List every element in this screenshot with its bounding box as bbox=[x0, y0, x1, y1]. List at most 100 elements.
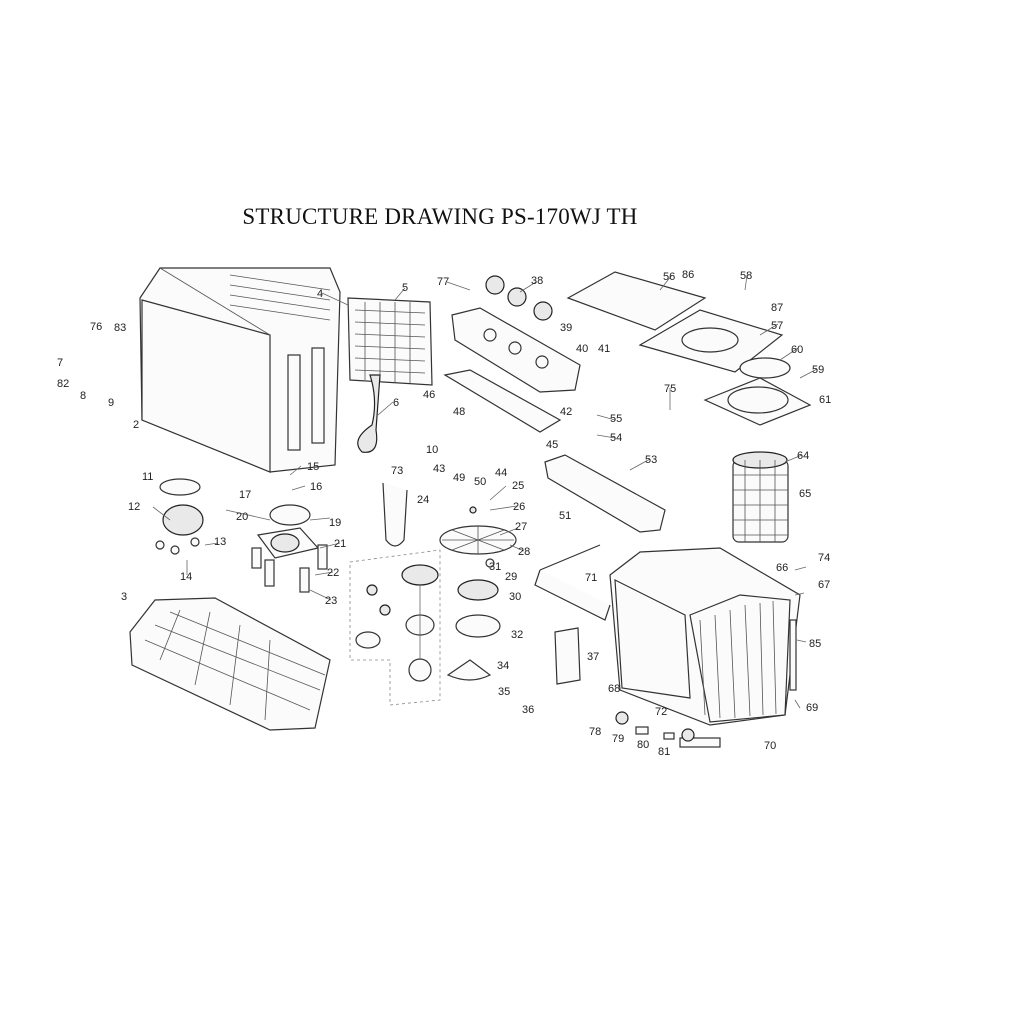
callout-19: 19 bbox=[329, 517, 341, 529]
callout-81: 81 bbox=[658, 746, 670, 758]
bracket-part bbox=[554, 627, 581, 685]
callout-43: 43 bbox=[433, 463, 445, 475]
callout-82: 82 bbox=[57, 378, 69, 390]
callout-labels: 7 76 83 82 8 9 2 4 5 6 77 38 39 40 41 46… bbox=[57, 269, 831, 758]
callout-54: 54 bbox=[610, 432, 622, 444]
callout-23: 23 bbox=[325, 595, 337, 607]
cabinet-part bbox=[139, 267, 341, 473]
clutch-assembly-part bbox=[349, 549, 441, 706]
callout-74: 74 bbox=[818, 552, 830, 564]
callout-73: 73 bbox=[391, 465, 403, 477]
hanging-rod-part bbox=[382, 482, 408, 547]
spin-lid-part bbox=[638, 309, 784, 373]
callout-75: 75 bbox=[664, 383, 676, 395]
callout-31: 31 bbox=[489, 561, 501, 573]
twin-tub-part bbox=[609, 547, 801, 726]
callout-60: 60 bbox=[791, 344, 803, 356]
callout-12: 12 bbox=[128, 501, 140, 513]
callout-61: 61 bbox=[819, 394, 831, 406]
callout-69: 69 bbox=[806, 702, 818, 714]
callout-34: 34 bbox=[497, 660, 509, 672]
callout-32: 32 bbox=[511, 629, 523, 641]
callout-3: 3 bbox=[121, 591, 127, 603]
callout-22: 22 bbox=[327, 567, 339, 579]
callout-83: 83 bbox=[114, 322, 126, 334]
callout-65: 65 bbox=[799, 488, 811, 500]
callout-24: 24 bbox=[417, 494, 429, 506]
control-panel-part bbox=[443, 307, 581, 433]
callout-87: 87 bbox=[771, 302, 783, 314]
callout-71: 71 bbox=[585, 572, 597, 584]
rear-grille-part bbox=[347, 297, 433, 386]
base-part bbox=[129, 597, 331, 731]
callout-85: 85 bbox=[809, 638, 821, 650]
spin-basket-part bbox=[732, 451, 789, 543]
callout-57: 57 bbox=[771, 320, 783, 332]
callout-76: 76 bbox=[90, 321, 102, 333]
callout-11: 11 bbox=[142, 471, 153, 483]
callout-79: 79 bbox=[612, 733, 624, 745]
knobs-part bbox=[485, 275, 553, 321]
callout-21: 21 bbox=[334, 538, 346, 550]
callout-4: 4 bbox=[317, 288, 323, 300]
callout-66: 66 bbox=[776, 562, 788, 574]
callout-8: 8 bbox=[80, 390, 86, 402]
callout-56: 56 bbox=[663, 271, 675, 283]
callout-17: 17 bbox=[239, 489, 251, 501]
callout-64: 64 bbox=[797, 450, 809, 462]
callout-35: 35 bbox=[498, 686, 510, 698]
drain-hose-part bbox=[357, 374, 381, 453]
callout-39: 39 bbox=[560, 322, 572, 334]
callout-68: 68 bbox=[608, 683, 620, 695]
callout-53: 53 bbox=[645, 454, 657, 466]
callout-78: 78 bbox=[589, 726, 601, 738]
callout-9: 9 bbox=[108, 397, 114, 409]
callout-37: 37 bbox=[587, 651, 599, 663]
callout-13: 13 bbox=[214, 536, 226, 548]
callout-15: 15 bbox=[307, 461, 319, 473]
wash-motor-part bbox=[155, 478, 204, 555]
spin-motor-part bbox=[251, 504, 328, 593]
wire-frame-part bbox=[534, 544, 611, 621]
callout-50: 50 bbox=[474, 476, 486, 488]
callout-49: 49 bbox=[453, 472, 465, 484]
belt-part bbox=[446, 659, 492, 681]
callout-5: 5 bbox=[402, 282, 408, 294]
lid-part bbox=[566, 271, 707, 331]
callout-26: 26 bbox=[513, 501, 525, 513]
callout-41: 41 bbox=[598, 343, 610, 355]
callout-38: 38 bbox=[531, 275, 543, 287]
inner-frame-part bbox=[544, 454, 666, 533]
callout-67: 67 bbox=[818, 579, 830, 591]
spin-cover-part bbox=[703, 357, 812, 426]
callout-2: 2 bbox=[133, 419, 139, 431]
callout-6: 6 bbox=[393, 397, 399, 409]
callout-25: 25 bbox=[512, 480, 524, 492]
callout-70: 70 bbox=[764, 740, 776, 752]
callout-45: 45 bbox=[546, 439, 558, 451]
callout-72: 72 bbox=[655, 706, 667, 718]
callout-40: 40 bbox=[576, 343, 588, 355]
callout-48: 48 bbox=[453, 406, 465, 418]
callout-20: 20 bbox=[236, 511, 248, 523]
callout-46: 46 bbox=[423, 389, 435, 401]
callout-16: 16 bbox=[310, 481, 322, 493]
drawing-title: STRUCTURE DRAWING PS-170WJ TH bbox=[242, 204, 638, 229]
callout-44: 44 bbox=[495, 467, 507, 479]
callout-36: 36 bbox=[522, 704, 534, 716]
callout-58: 58 bbox=[740, 270, 752, 282]
callout-27: 27 bbox=[515, 521, 527, 533]
callout-30: 30 bbox=[509, 591, 521, 603]
callout-80: 80 bbox=[637, 739, 649, 751]
callout-7: 7 bbox=[57, 357, 63, 369]
drain-pipe-part bbox=[615, 711, 721, 748]
callout-59: 59 bbox=[812, 364, 824, 376]
callout-51: 51 bbox=[559, 510, 571, 522]
callout-77: 77 bbox=[437, 276, 449, 288]
callout-10: 10 bbox=[426, 444, 438, 456]
callout-86: 86 bbox=[682, 269, 694, 281]
callout-14: 14 bbox=[180, 571, 192, 583]
leader-lines bbox=[152, 274, 818, 709]
callout-42: 42 bbox=[560, 406, 572, 418]
